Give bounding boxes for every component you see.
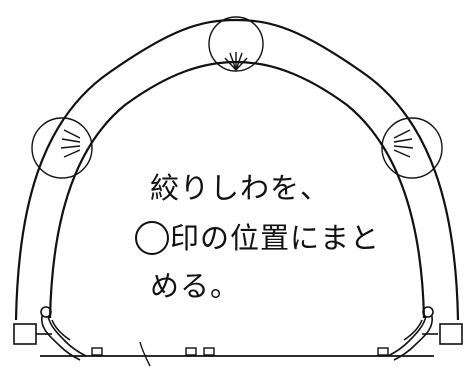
left-gather-lines bbox=[60, 129, 81, 158]
left-bottom-fixture bbox=[13, 306, 87, 361]
outer-arch bbox=[14, 18, 460, 321]
top-gather-lines bbox=[224, 52, 248, 71]
right-gather-lines bbox=[393, 129, 414, 158]
caption-line-3: める。 bbox=[150, 269, 241, 303]
circle-mark-icon bbox=[135, 221, 169, 255]
caption-line-1: 絞りしわを、 bbox=[150, 171, 331, 205]
baseline-marks bbox=[91, 341, 389, 367]
right-bottom-fixture bbox=[387, 306, 463, 361]
left-circle-mark bbox=[31, 117, 93, 179]
right-circle-mark bbox=[381, 117, 443, 179]
top-circle-mark bbox=[208, 16, 264, 72]
caption-line-2: 印の位置にまと bbox=[170, 221, 381, 255]
